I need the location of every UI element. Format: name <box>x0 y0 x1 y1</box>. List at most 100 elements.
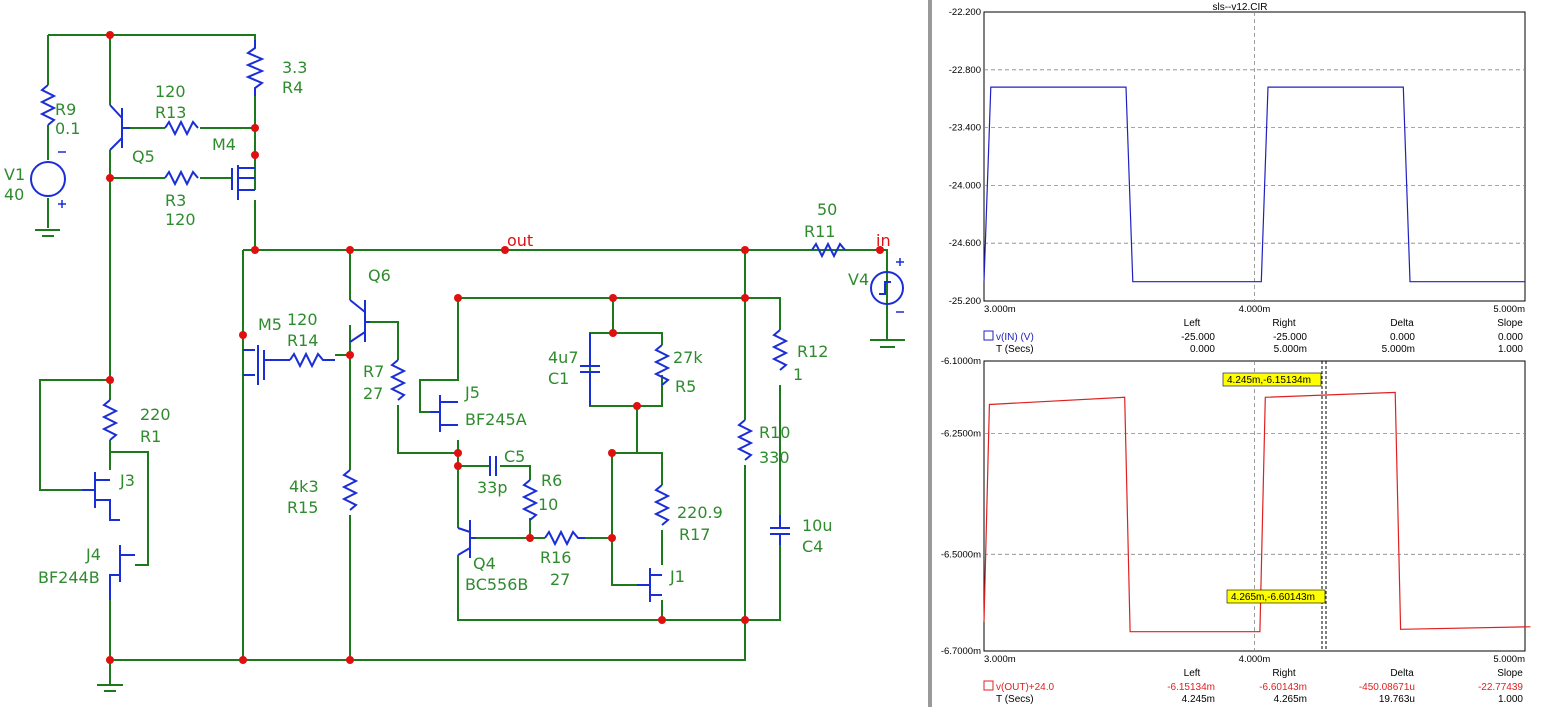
upper-row2-right: 5.000m <box>1274 344 1307 355</box>
j5-symbol <box>430 395 458 432</box>
r14-value: 120 <box>287 310 318 329</box>
r1-symbol <box>101 399 119 441</box>
lower-hdr-slope: Slope <box>1497 668 1523 679</box>
c1-symbol <box>580 333 600 406</box>
v4-ref: V4 <box>848 270 869 289</box>
x-tick-label: 5.000m <box>1493 654 1525 665</box>
cursor2-tag <box>1226 589 1326 604</box>
y-tick-label: -22.200 <box>949 7 981 18</box>
lower-row1-right: -6.60143m <box>1259 682 1307 693</box>
cursor1-tag-text: 4.245m,-6.15134m <box>1227 375 1311 386</box>
r5-symbol <box>653 344 671 386</box>
r17-symbol <box>653 484 671 526</box>
upper-hdr-left: Left <box>1184 318 1201 329</box>
r15-symbol <box>341 469 359 511</box>
r3-value: 120 <box>165 210 196 229</box>
x-tick-label: 4.000m <box>1239 304 1271 315</box>
y-tick-label: -24.600 <box>949 238 981 249</box>
upper-row1-left: -25.000 <box>1181 332 1215 343</box>
upper-row1-right: -25.000 <box>1273 332 1307 343</box>
vin-trace <box>983 86 1525 283</box>
r3-ref: R3 <box>165 191 186 210</box>
r17-ref: R17 <box>679 525 710 544</box>
upper-row2-slope: 1.000 <box>1498 344 1523 355</box>
v1-symbol <box>30 161 66 197</box>
r10-value: 330 <box>759 448 790 467</box>
plot-title: sls--v12.CIR <box>1212 2 1267 13</box>
upper-x-tick-labels: 3.000m 4.000m 5.000m <box>984 304 1525 315</box>
c1-ref: C1 <box>548 369 569 388</box>
lower-row2-right: 4.265m <box>1274 694 1307 705</box>
c5-value: 33p <box>477 478 508 497</box>
r4-ref: R4 <box>282 78 303 97</box>
y-tick-label: -24.000 <box>949 180 981 191</box>
x-tick-label: 5.000m <box>1493 304 1525 315</box>
vout-trace <box>983 391 1531 633</box>
lower-row2-left: 4.245m <box>1182 694 1215 705</box>
r16-value: 27 <box>550 570 570 589</box>
upper-plot: -22.200-22.800-23.400-24.000-24.600-25.2… <box>949 7 1526 315</box>
r10-ref: R10 <box>759 423 790 442</box>
j1-ref: J1 <box>669 567 685 586</box>
r14-ref: R14 <box>287 331 318 350</box>
r15-ref: R15 <box>287 498 318 517</box>
r5-ref: R5 <box>675 377 696 396</box>
upper-cursor-table: Left Right Delta Slope v(IN) (V) -25.000… <box>983 318 1523 355</box>
c4-symbol <box>770 515 790 545</box>
c5-ref: C5 <box>504 447 525 466</box>
vin-legend-swatch <box>983 330 994 341</box>
vout-legend-label: v(OUT)+24.0 <box>996 682 1055 693</box>
j3-symbol <box>82 472 120 521</box>
c1-value: 4u7 <box>548 348 579 367</box>
q4-symbol <box>457 520 476 558</box>
upper-hdr-delta: Delta <box>1390 318 1414 329</box>
r1-ref: R1 <box>140 427 161 446</box>
j4-ref: J4 <box>85 545 101 564</box>
upper-hdr-right: Right <box>1272 318 1296 329</box>
r13-value: 120 <box>155 82 186 101</box>
lower-hdr-right: Right <box>1272 668 1296 679</box>
m4-symbol <box>231 165 255 200</box>
r14-symbol <box>289 351 335 369</box>
schematic-canvas[interactable]: R9 0.1 V1 40 120 R13 Q5 R3 120 3.3 R4 M4… <box>0 0 928 707</box>
upper-row1-slope: 0.000 <box>1498 332 1523 343</box>
m5-ref: M5 <box>258 315 282 334</box>
vin-legend-label: v(IN) (V) <box>996 332 1034 343</box>
node-out-label: out <box>507 231 533 250</box>
lower-row1-left: -6.15134m <box>1167 682 1215 693</box>
r11-ref: R11 <box>804 222 835 241</box>
upper-row2-left: 0.000 <box>1190 344 1215 355</box>
cursor1-tag <box>1222 372 1322 387</box>
upper-grid <box>984 12 1525 301</box>
r11-symbol <box>811 241 846 259</box>
r12-value: 1 <box>793 365 803 384</box>
upper-time-label: T (Secs) <box>996 344 1034 355</box>
m4-ref: M4 <box>212 135 236 154</box>
q6-ref: Q6 <box>368 266 391 285</box>
r7-ref: R7 <box>363 362 384 381</box>
components <box>30 40 904 602</box>
x-tick-label: 3.000m <box>984 304 1016 315</box>
r6-value: 10 <box>538 495 558 514</box>
r16-ref: R16 <box>540 548 571 567</box>
y-tick-label: -25.200 <box>949 296 981 307</box>
c4-value: 10u <box>802 516 833 535</box>
r11-value: 50 <box>817 200 837 219</box>
r1-value: 220 <box>140 405 171 424</box>
pane-divider[interactable] <box>928 0 932 707</box>
plot-pane[interactable]: sls--v12.CIR -22.200-22.800-23.400-24.00… <box>932 0 1549 707</box>
vout-legend-swatch <box>983 680 994 691</box>
v1-ref: V1 <box>4 165 25 184</box>
r4-value: 3.3 <box>282 58 307 77</box>
j5-ref: J5 <box>464 383 480 402</box>
r9-value: 0.1 <box>55 119 80 138</box>
upper-hdr-slope: Slope <box>1497 318 1523 329</box>
r7-symbol <box>389 359 407 401</box>
r13-symbol <box>164 119 199 137</box>
y-tick-label: -22.800 <box>949 65 981 76</box>
upper-y-tick-labels: -22.200-22.800-23.400-24.000-24.600-25.2… <box>949 7 981 307</box>
junction-dots <box>106 31 884 664</box>
j4-value: BF244B <box>38 568 100 587</box>
r4-symbol <box>245 40 265 96</box>
